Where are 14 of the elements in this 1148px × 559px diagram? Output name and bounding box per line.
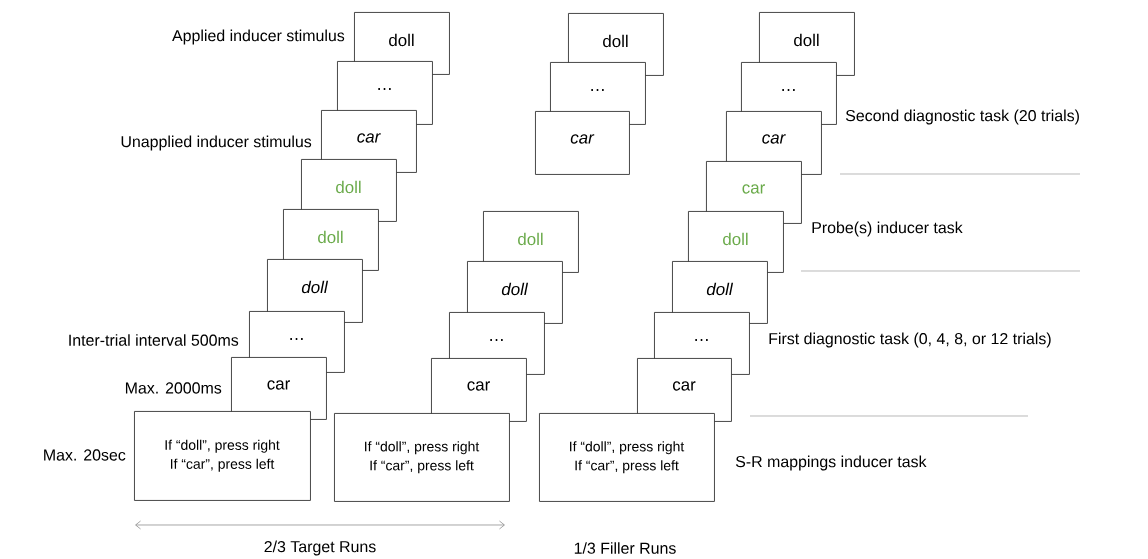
phase-label: Second diagnostic task (20 trials) bbox=[845, 109, 1079, 125]
step-label: Unapplied inducer stimulus bbox=[121, 135, 312, 151]
run-label: 1/3 Filler Runs bbox=[574, 542, 676, 554]
stimulus-card: car bbox=[637, 358, 732, 422]
phase-label: First diagnostic task (0, 4, 8, or 12 trials) bbox=[769, 332, 1051, 348]
stimulus-card: car bbox=[431, 358, 527, 422]
run-label: 2/3 Target Runs bbox=[264, 540, 376, 556]
step-label: Max. 20sec bbox=[44, 449, 126, 461]
phase-label: S-R mappings inducer task bbox=[735, 455, 927, 471]
phase-label: Probe(s) inducer task bbox=[812, 221, 963, 237]
step-label: Inter-trial interval 500ms bbox=[69, 334, 239, 346]
step-label: Max. 2000ms bbox=[125, 382, 222, 394]
stimulus-card: car bbox=[535, 111, 630, 175]
step-label: Applied inducer stimulus bbox=[172, 29, 345, 45]
